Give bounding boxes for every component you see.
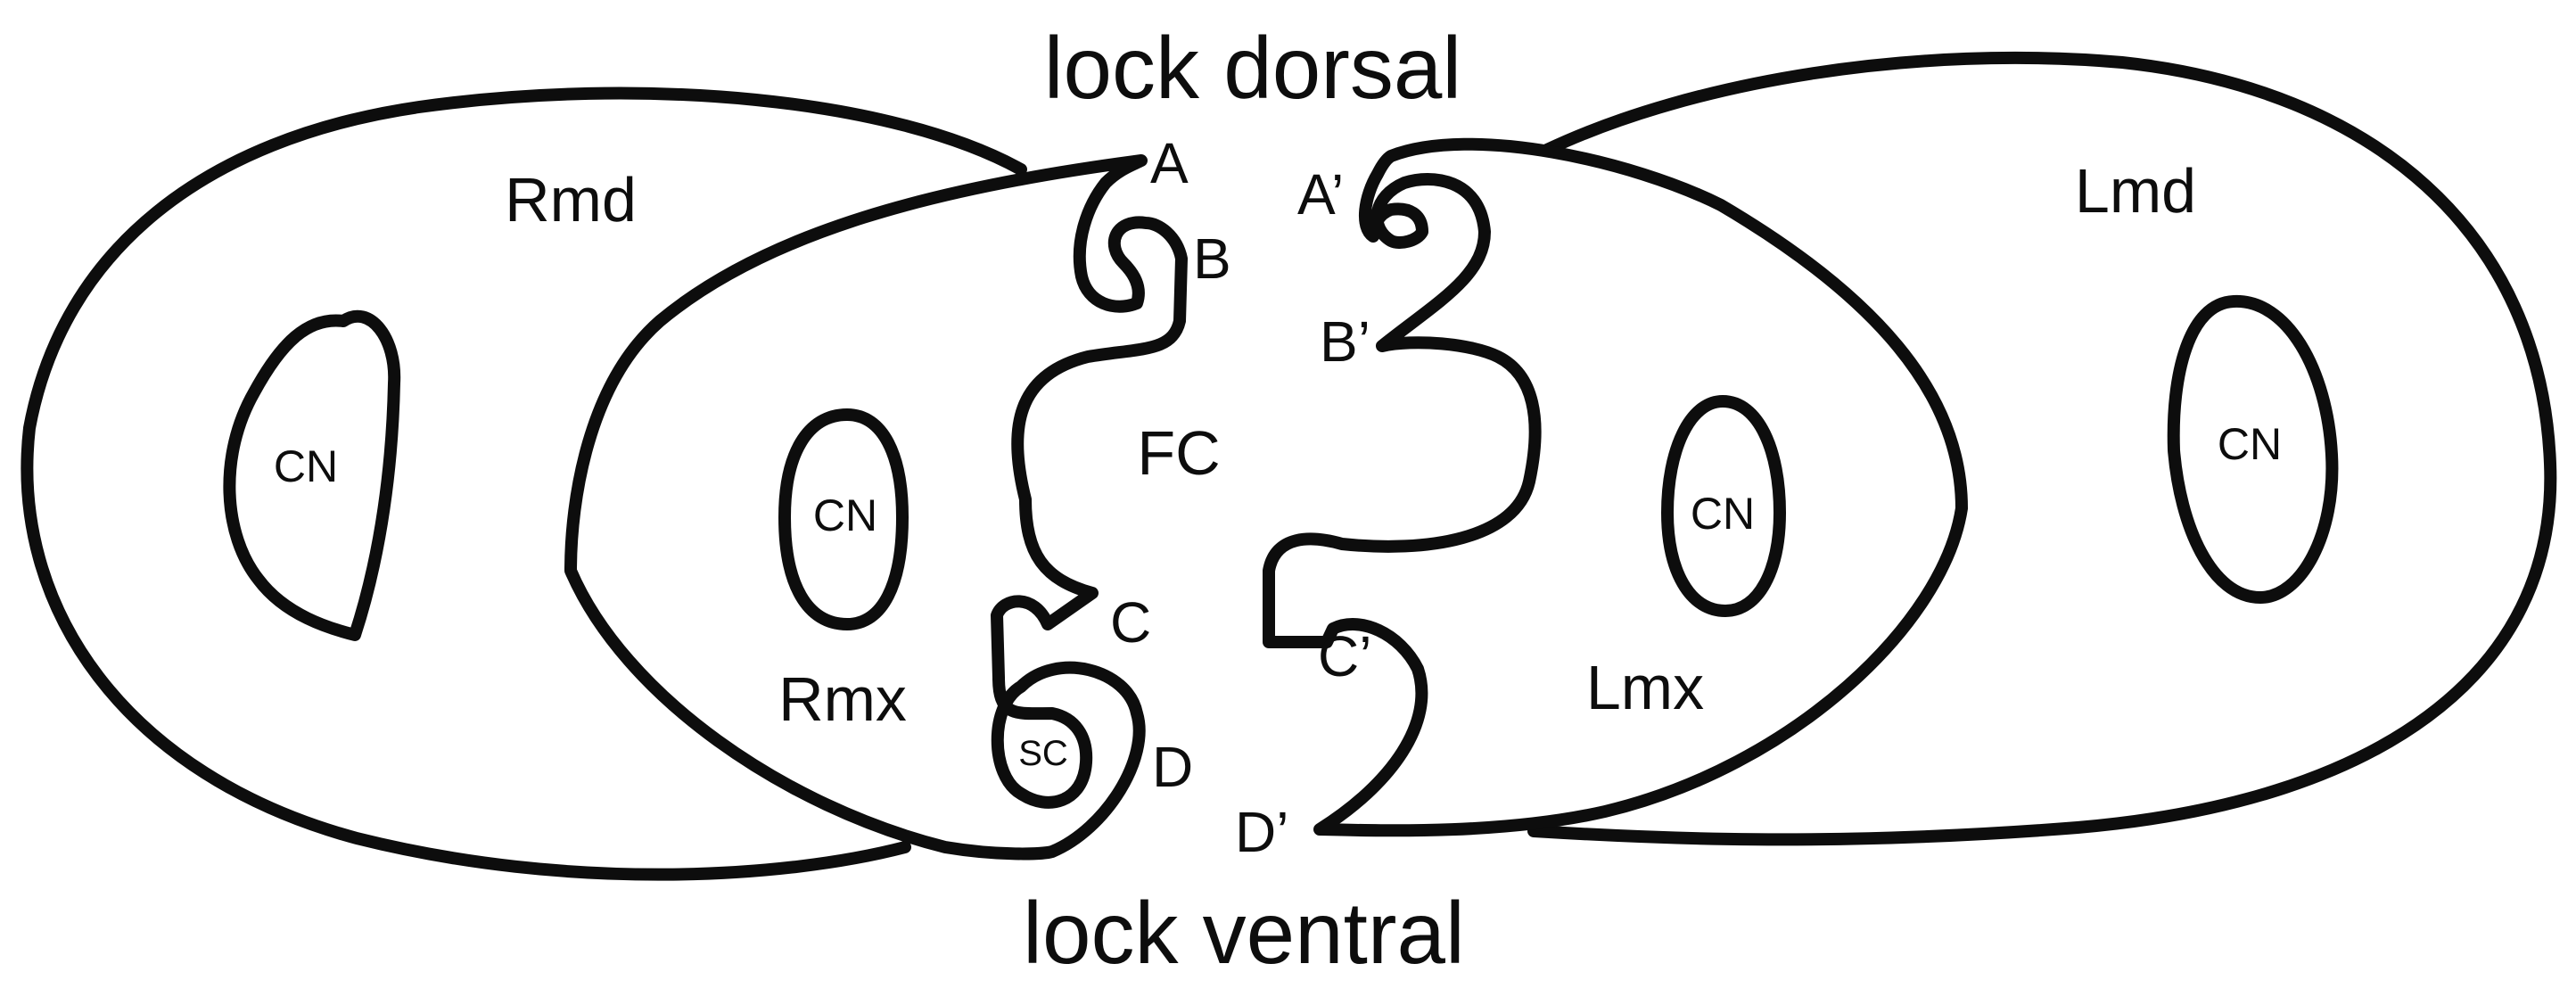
label-rmx: Rmx — [778, 664, 907, 734]
title-lock-dorsal: lock dorsal — [1044, 19, 1461, 117]
label-point-a-prime: A’ — [1297, 162, 1344, 227]
rmx-outline — [564, 154, 1188, 861]
label-rmd: Rmd — [505, 165, 637, 235]
label-rmx-cn: CN — [813, 490, 877, 540]
label-lmd: Lmd — [2075, 156, 2196, 226]
label-point-c: C — [1110, 590, 1151, 655]
lmx-cn-outline — [1661, 395, 1786, 617]
label-lmx: Lmx — [1586, 653, 1704, 722]
label-point-b: B — [1193, 227, 1231, 291]
rmd-cn-outline — [223, 309, 401, 641]
title-lock-ventral: lock ventral — [1023, 884, 1465, 982]
label-point-a: A — [1150, 131, 1189, 195]
lmd-outline — [1527, 51, 2557, 846]
lmd-cn-outline — [2167, 294, 2339, 604]
lmx-outline — [1263, 137, 1968, 837]
label-sc: SC — [1018, 734, 1068, 773]
rmx-cn-outline — [778, 408, 909, 630]
rmd-outline — [21, 86, 1027, 881]
label-point-d: D — [1152, 735, 1193, 799]
label-point-b-prime: B’ — [1320, 309, 1370, 374]
label-lmx-cn: CN — [1691, 489, 1755, 539]
label-point-d-prime: D’ — [1235, 800, 1288, 864]
label-rmd-cn: CN — [274, 441, 338, 491]
label-point-c-prime: C’ — [1318, 624, 1371, 688]
label-lmd-cn: CN — [2218, 419, 2282, 469]
label-fc: FC — [1137, 418, 1220, 488]
